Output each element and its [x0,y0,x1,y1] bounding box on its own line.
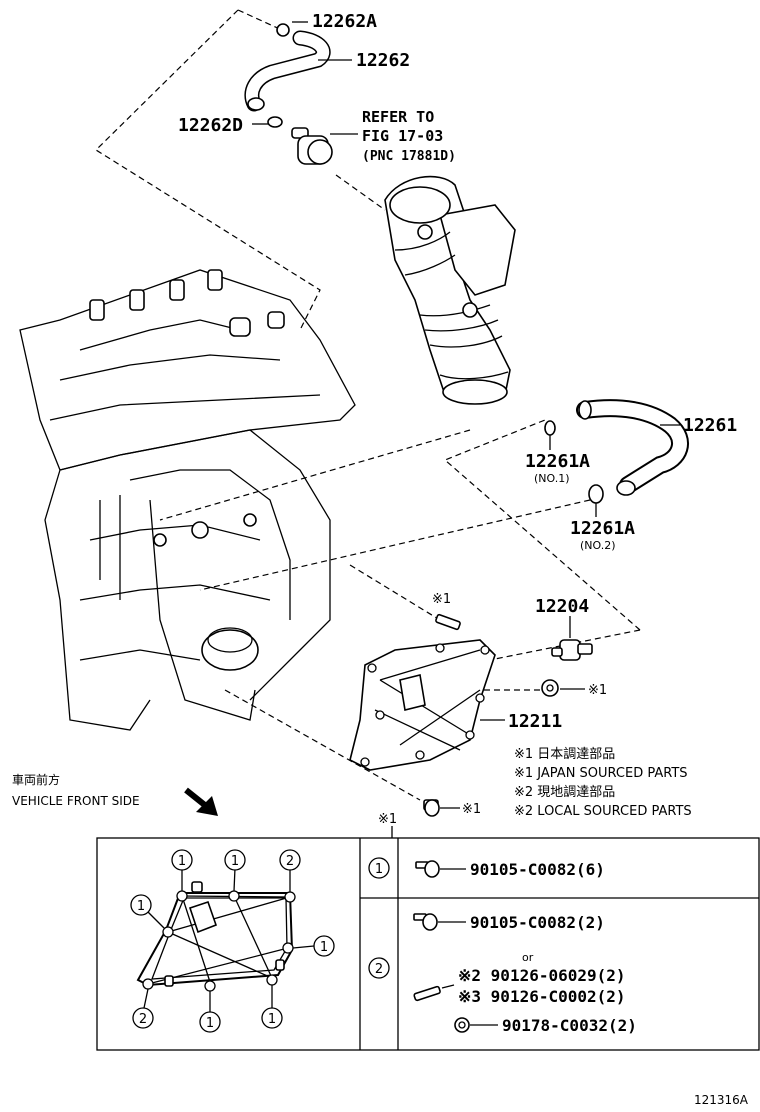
callout-12204: 12204 [535,596,589,617]
inset-key-1f: 1 [261,1007,283,1029]
svg-text:1: 1 [137,899,145,914]
air-intake-duct [384,175,516,405]
pcv-valve [291,127,333,165]
note-line-1: ※1 日本調達部品 [514,747,615,762]
front-arrow-icon [184,787,218,816]
source-notes: ※1 日本調達部品 ※1 JAPAN SOURCED PARTS ※2 現地調達… [514,747,692,819]
callout-12262: 12262 [356,50,410,71]
table-row1-part: 90105-C0082(6) [470,860,605,879]
table-row2-part-d: 90178-C0032(2) [502,1016,637,1035]
label-no1: (NO.1) [534,472,570,485]
callout-12261: 12261 [683,415,737,436]
table-row-2-key: 2 [368,957,390,979]
refer-to-label: REFER TO [362,108,434,126]
figure-id: 121316A [694,1093,749,1107]
refer-fig-label: FIG 17-03 [362,127,443,145]
mark-table: ※1 [378,812,397,827]
label-no2: (NO.2) [580,539,616,552]
svg-text:1: 1 [268,1012,276,1027]
callout-12262A: 12262A [312,11,377,32]
sensor-12204 [551,639,593,661]
inset-plate [136,867,315,1012]
flange-bolt [423,799,440,817]
inset-key-1e: 1 [199,1011,221,1033]
callout-12261A-no2: 12261A [570,518,635,539]
mark-nut: ※1 [588,683,607,698]
svg-text:2: 2 [139,1012,147,1027]
svg-text:1: 1 [231,854,239,869]
vehicle-front-jp: 車両前方 [12,772,60,787]
table-row-1-key: 1 [368,857,390,879]
svg-text:1: 1 [206,1016,214,1031]
table-row2-part-a: 90105-C0082(2) [470,913,605,932]
table-row2-part-c: ※3 90126-C0002(2) [458,987,626,1006]
note-line-4: ※2 LOCAL SOURCED PARTS [514,804,692,819]
inset-key-1c: 1 [130,894,152,916]
engine-block [19,269,356,731]
stud-bolt [435,613,461,631]
svg-text:1: 1 [320,940,328,955]
svg-text:2: 2 [375,962,383,977]
svg-text:2: 2 [286,854,294,869]
note-line-2: ※1 JAPAN SOURCED PARTS [514,766,688,781]
inset-key-2b: 2 [132,1007,154,1029]
svg-text:1: 1 [375,862,383,877]
inset-key-1b: 1 [224,849,246,871]
mark-bolt: ※1 [462,802,481,817]
note-line-3: ※2 現地調達部品 [514,785,615,800]
svg-text:1: 1 [178,854,186,869]
callout-12261A-no1: 12261A [525,451,590,472]
vehicle-front-en: VEHICLE FRONT SIDE [12,794,140,808]
hose-12262 [244,23,331,128]
callout-12211: 12211 [508,711,562,732]
inset-key-1a: 1 [171,849,193,871]
bolt-icon-row2a [413,913,438,931]
refer-pnc-label: (PNC 17881D) [362,149,456,164]
table-row2-part-b: ※2 90126-06029(2) [458,966,626,985]
table-row2-or: or [522,951,534,964]
nut-icon-row2 [454,1017,470,1033]
nut [541,679,559,697]
cover-plate-12211 [349,639,496,771]
inset-key-2a: 2 [279,849,301,871]
callout-12262D: 12262D [178,115,243,136]
stud-icon-row2 [413,985,441,1002]
bolt-icon-row1 [415,860,440,878]
inset-key-1d: 1 [313,935,335,957]
fastener-table [96,837,760,1051]
mark-stud: ※1 [432,592,451,607]
